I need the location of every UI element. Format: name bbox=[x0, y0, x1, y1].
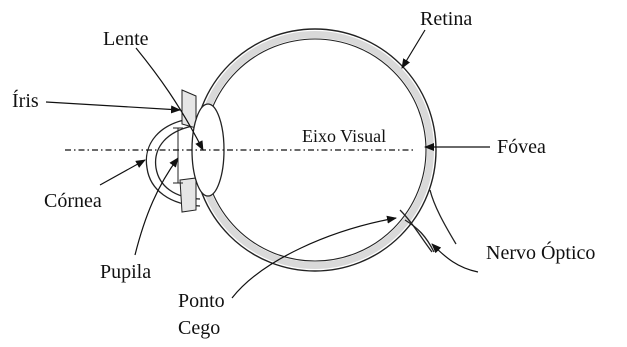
nervo-optico-pointer bbox=[432, 244, 478, 272]
iris-pointer bbox=[46, 102, 180, 110]
label-cornea: Córnea bbox=[44, 190, 102, 212]
label-eixo-visual: Eixo Visual bbox=[302, 126, 386, 146]
label-lente: Lente bbox=[103, 28, 149, 50]
label-nervo-optico: Nervo Óptico bbox=[486, 240, 595, 264]
pupil-aperture bbox=[173, 128, 183, 183]
label-ponto-cego-1: Ponto bbox=[178, 290, 225, 312]
retina-pointer bbox=[402, 30, 425, 68]
label-retina: Retina bbox=[420, 8, 472, 30]
label-iris: Íris bbox=[12, 89, 39, 112]
label-ponto-cego-2: Cego bbox=[178, 317, 220, 339]
cornea-pointer bbox=[100, 160, 145, 185]
label-fovea: Fóvea bbox=[497, 136, 546, 158]
label-pupila: Pupila bbox=[100, 261, 151, 283]
